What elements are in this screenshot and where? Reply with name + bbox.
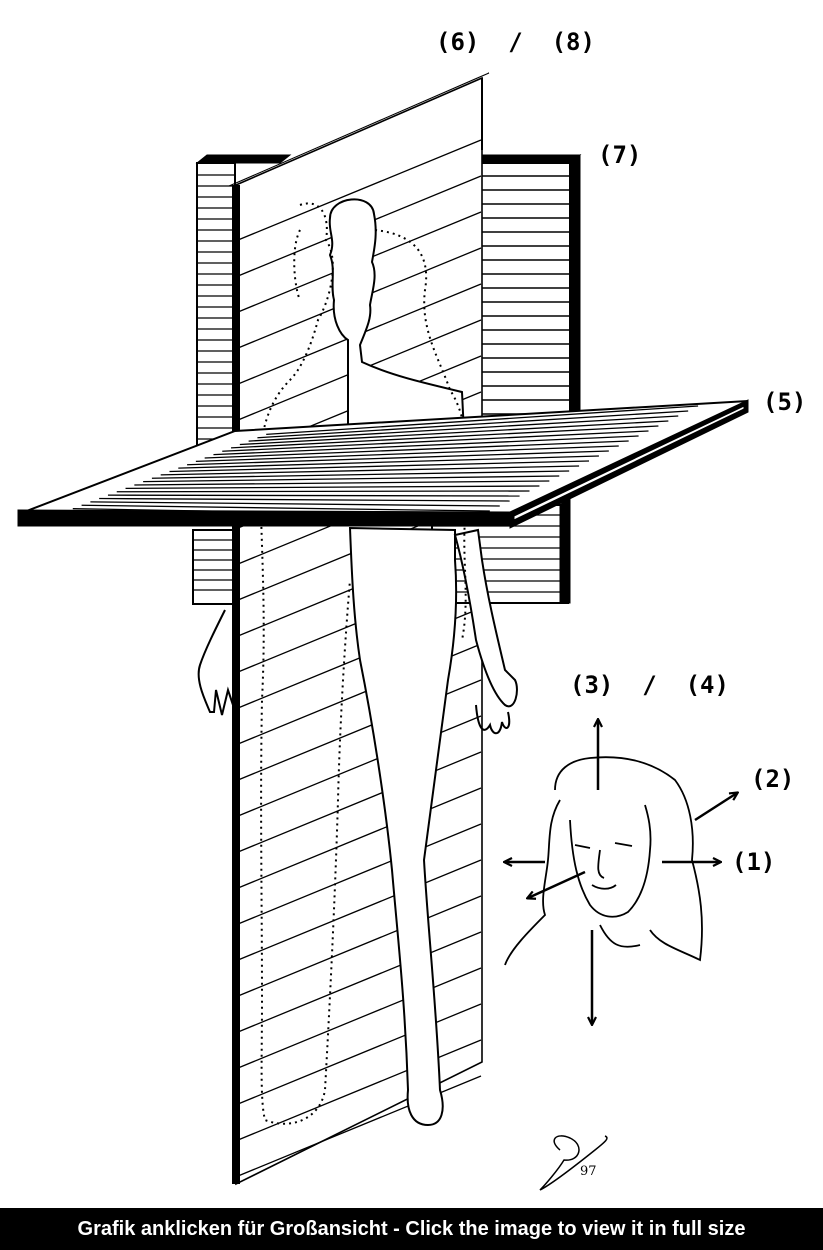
label-axis-1: (1): [732, 848, 775, 876]
artist-signature: 97: [539, 1135, 608, 1191]
label-axis-2: (2): [751, 765, 794, 793]
label-planes-6-8: (6) / (8): [436, 28, 595, 56]
caption-bar[interactable]: Grafik anklicken für Großansicht - Click…: [0, 1208, 823, 1250]
signature-year: 97: [580, 1164, 597, 1179]
horizontal-plane-5: [17, 399, 749, 529]
label-plane-5: (5): [763, 388, 806, 416]
face-with-axes: [505, 720, 737, 1024]
human-figure: [197, 198, 518, 1127]
anatomical-planes-diagram[interactable]: 97 (6) / (8) (7) (5) (3) / (4) (2) (1): [0, 0, 823, 1208]
label-axes-3-4: (3) / (4): [570, 671, 729, 699]
label-plane-7: (7): [598, 141, 641, 169]
frontal-plane-left-edge: [195, 154, 292, 464]
